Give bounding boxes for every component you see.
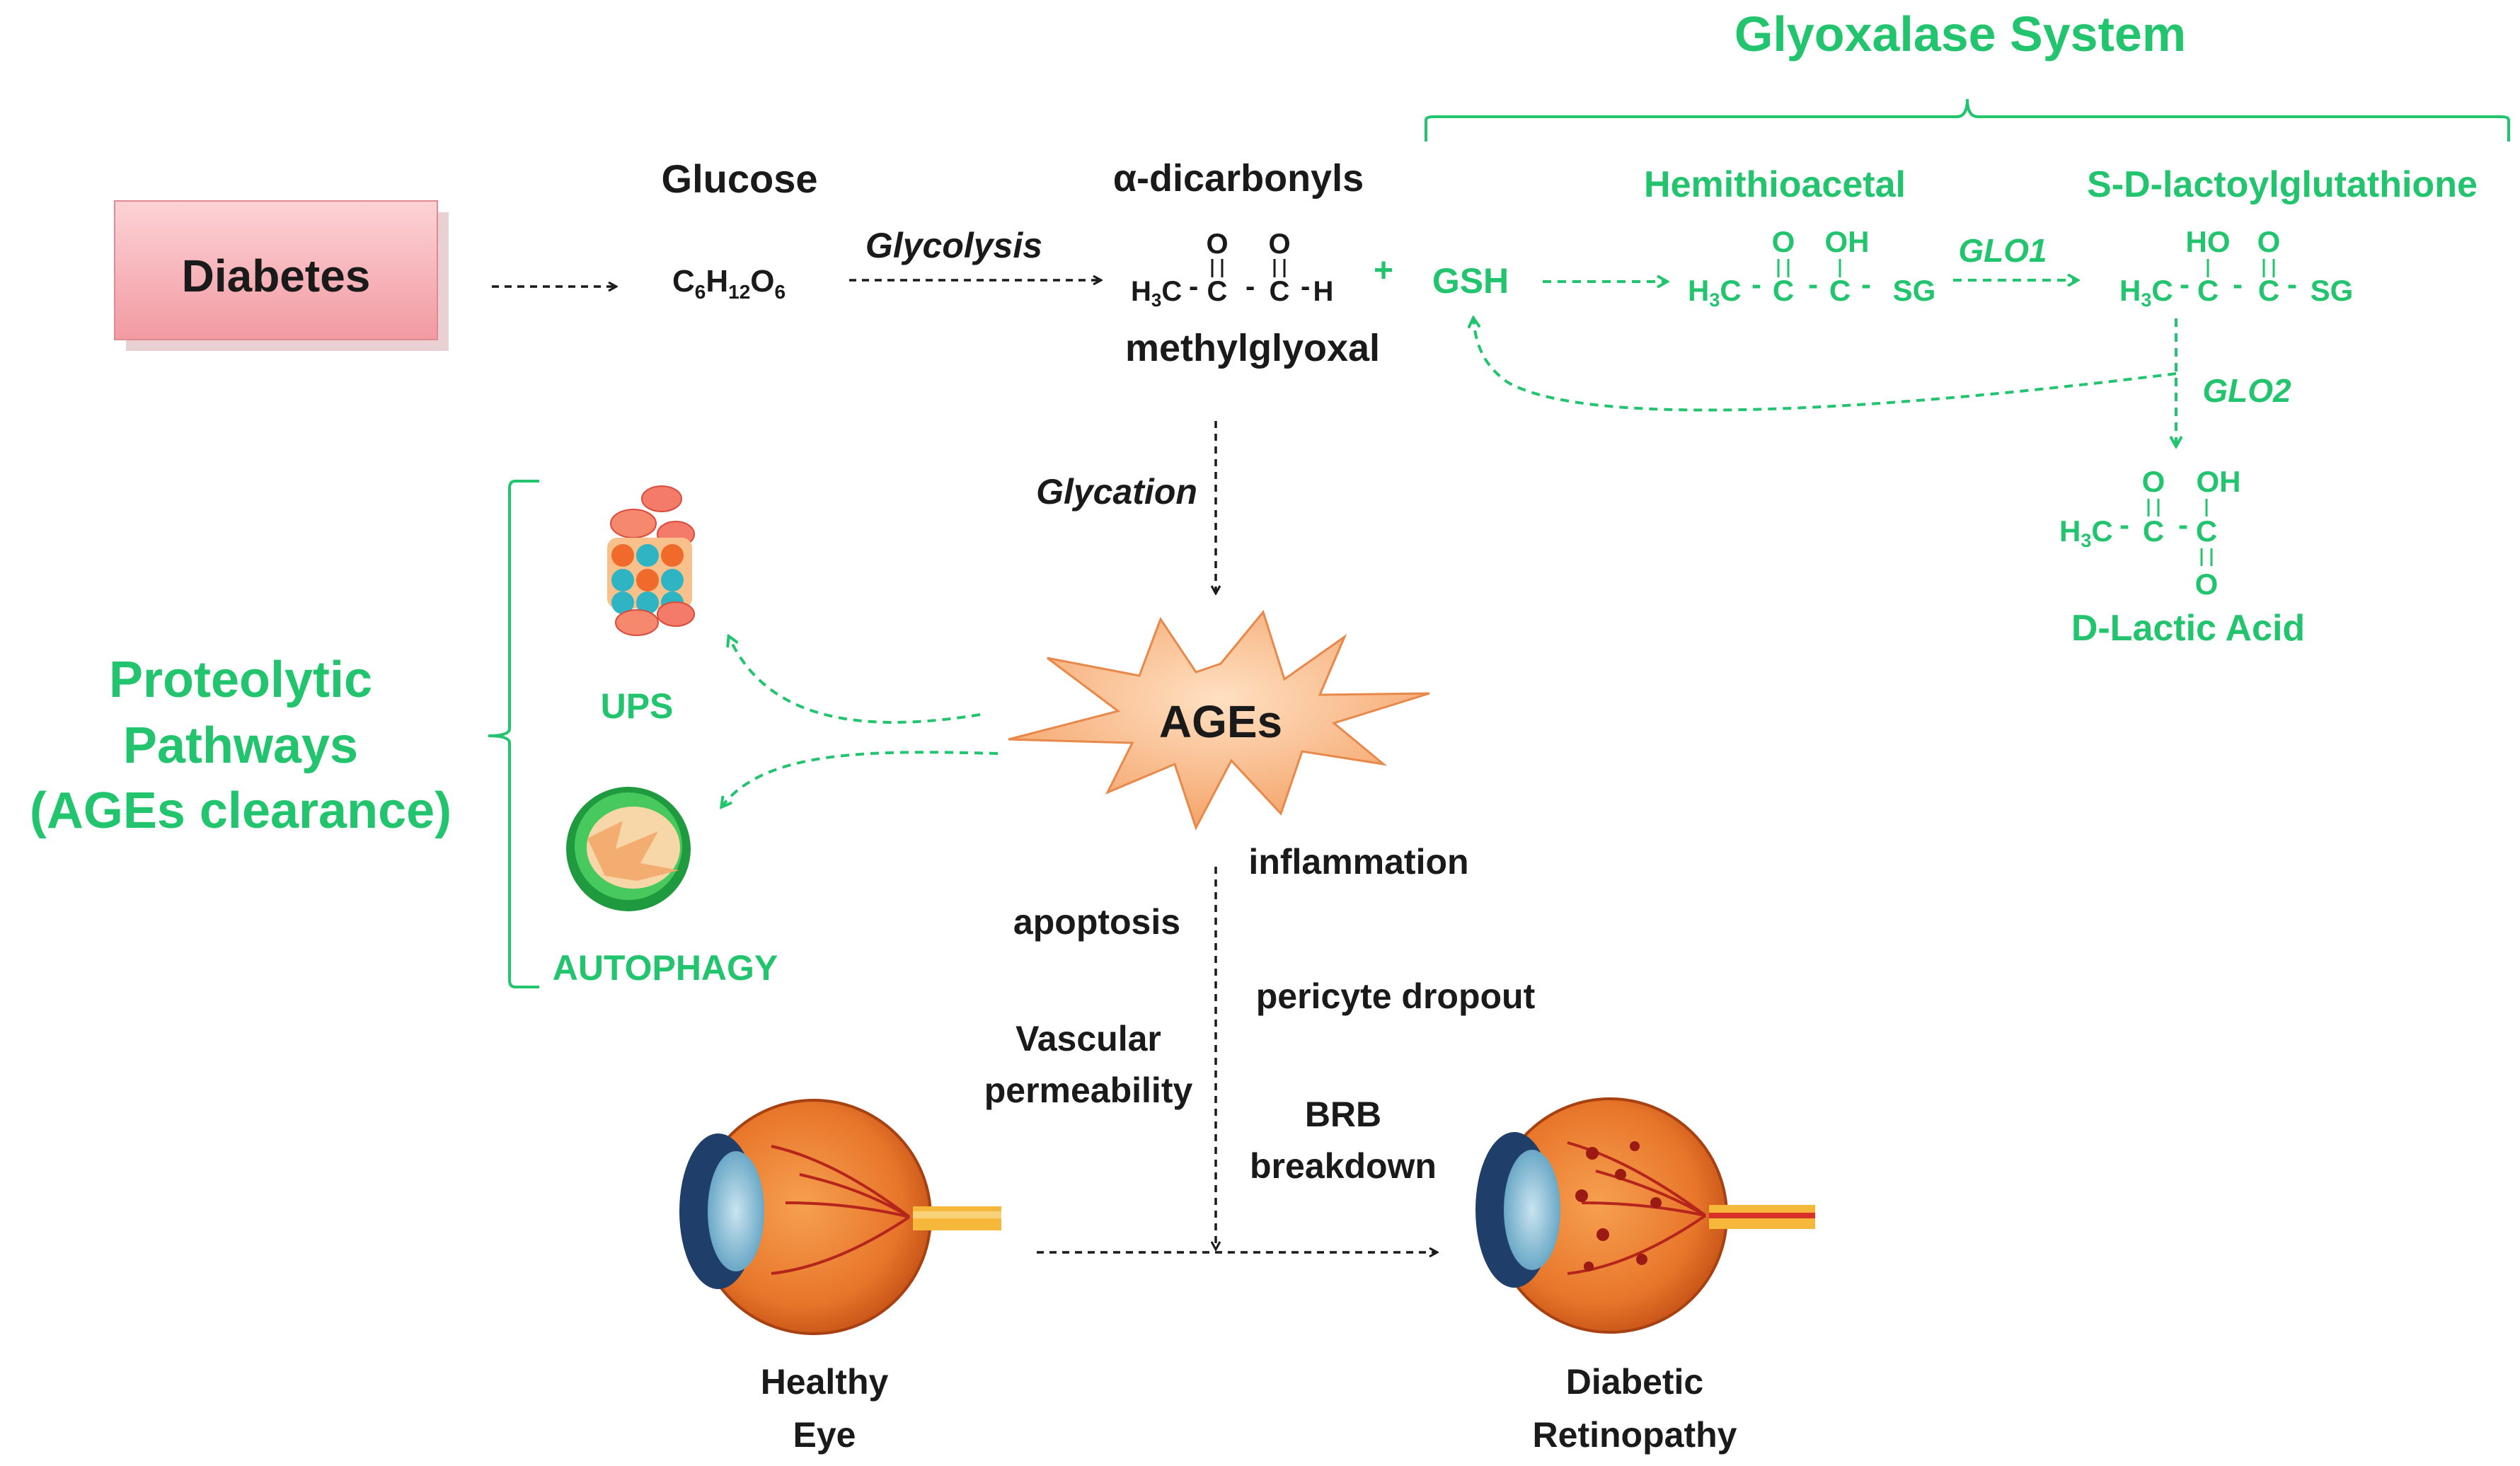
svg-text:O: O [1268, 229, 1290, 260]
svg-text:O: O [1206, 229, 1228, 260]
svg-text:-: - [1245, 271, 1255, 302]
svg-text:C: C [2258, 274, 2279, 307]
lactoylglutathione-label: S-D-lactoylglutathione [2087, 164, 2478, 205]
diabetes-label: Diabetes [182, 250, 371, 301]
pericyte-label: pericyte dropout [1256, 976, 1536, 1016]
brb-line1: BRB [1305, 1095, 1381, 1134]
autophagosome-icon [566, 787, 691, 911]
autophagy-label: AUTOPHAGY [553, 948, 778, 988]
proteolytic-brace [488, 480, 539, 988]
arrow-ages-ups [729, 637, 981, 724]
svg-text:SG: SG [1893, 274, 1936, 307]
svg-text:C: C [2196, 514, 2217, 548]
svg-text:H3C: H3C [2059, 514, 2113, 551]
svg-text:H3C: H3C [1688, 274, 1742, 311]
svg-text:C: C [2143, 514, 2164, 548]
brb-line2: breakdown [1250, 1146, 1437, 1186]
svg-text:SG: SG [2311, 274, 2354, 307]
d-lactic-acid-label: D-Lactic Acid [2071, 608, 2305, 649]
svg-text:C: C [2197, 274, 2219, 307]
svg-text:-: - [2180, 267, 2190, 301]
apoptosis-label: apoptosis [1013, 902, 1180, 942]
glyoxalase-brace [1425, 98, 2510, 142]
plus-sign: + [1374, 252, 1393, 289]
svg-text:-: - [1301, 271, 1310, 302]
methylglyoxal-structure: O O H3C - C - C - H [1131, 229, 1333, 311]
svg-text:HO: HO [2186, 225, 2231, 258]
svg-text:OH: OH [1825, 225, 1870, 258]
proteolytic-line1: Proteolytic [109, 652, 372, 708]
dicarbonyls-title: α-dicarbonyls [1113, 157, 1364, 200]
methylglyoxal-label: methylglyoxal [1125, 327, 1380, 369]
diabetes-box: Diabetes [114, 200, 449, 351]
glo2-label: GLO2 [2202, 372, 2291, 409]
diabetic-line2: Retinopathy [1533, 1415, 1737, 1455]
healthy-eye-line2: Eye [793, 1415, 856, 1455]
arrow-recycle-gsh [1473, 318, 2177, 412]
svg-text:C: C [1773, 274, 1794, 307]
glo1-label: GLO1 [1958, 232, 2047, 269]
svg-text:H: H [1313, 276, 1334, 307]
vascular-line2: permeability [984, 1070, 1193, 1110]
healthy-eye-line1: Healthy [761, 1362, 889, 1402]
proteolytic-line2: Pathways [123, 717, 358, 774]
svg-text:H3C: H3C [1131, 276, 1182, 311]
proteasome-icon [607, 485, 695, 636]
svg-text:-: - [1189, 271, 1198, 302]
d-lactic-acid-structure: O OH H3C - C - C O [2059, 465, 2241, 601]
proteolytic-line3: (AGEs clearance) [30, 783, 451, 839]
arrow-ages-autophagy [722, 751, 999, 807]
svg-text:C: C [1270, 276, 1290, 307]
hemithioacetal-structure: O OH H3C - C - C - SG [1688, 225, 1935, 311]
svg-text:H3C: H3C [2119, 274, 2173, 311]
svg-text:-: - [2178, 508, 2188, 541]
svg-text:-: - [2287, 267, 2297, 301]
svg-text:O: O [2257, 225, 2281, 258]
svg-text:C: C [1207, 276, 1228, 307]
svg-text:O: O [2195, 567, 2219, 601]
svg-text:C: C [1829, 274, 1851, 307]
ages-label: AGEs [1159, 696, 1282, 747]
svg-text:O: O [2142, 465, 2165, 498]
glyoxalase-title: Glyoxalase System [1734, 6, 2186, 62]
inflammation-label: inflammation [1248, 842, 1468, 882]
glucose-title: Glucose [662, 156, 818, 201]
vascular-line1: Vascular [1016, 1019, 1161, 1058]
svg-text:-: - [2119, 508, 2129, 541]
glycolysis-label: Glycolysis [865, 226, 1042, 265]
ages-starburst-icon [1008, 609, 1430, 831]
glucose-formula: C6H12O6 [672, 264, 786, 303]
svg-text:-: - [1861, 267, 1871, 301]
svg-text:O: O [1772, 225, 1795, 258]
diabetic-line1: Diabetic [1566, 1362, 1704, 1402]
glycation-label: Glycation [1036, 472, 1197, 512]
svg-text:-: - [2233, 267, 2243, 301]
lactoylglutathione-structure: HO O H3C - C - C - SG [2119, 225, 2353, 311]
svg-text:-: - [1751, 267, 1761, 301]
svg-text:OH: OH [2197, 465, 2241, 498]
ups-label: UPS [601, 686, 674, 726]
gsh-label: GSH [1432, 261, 1509, 301]
svg-text:-: - [1808, 267, 1818, 301]
hemithioacetal-label: Hemithioacetal [1644, 164, 1906, 205]
diabetic-eye-icon [1475, 1097, 1815, 1334]
healthy-eye-icon [679, 1099, 1001, 1335]
